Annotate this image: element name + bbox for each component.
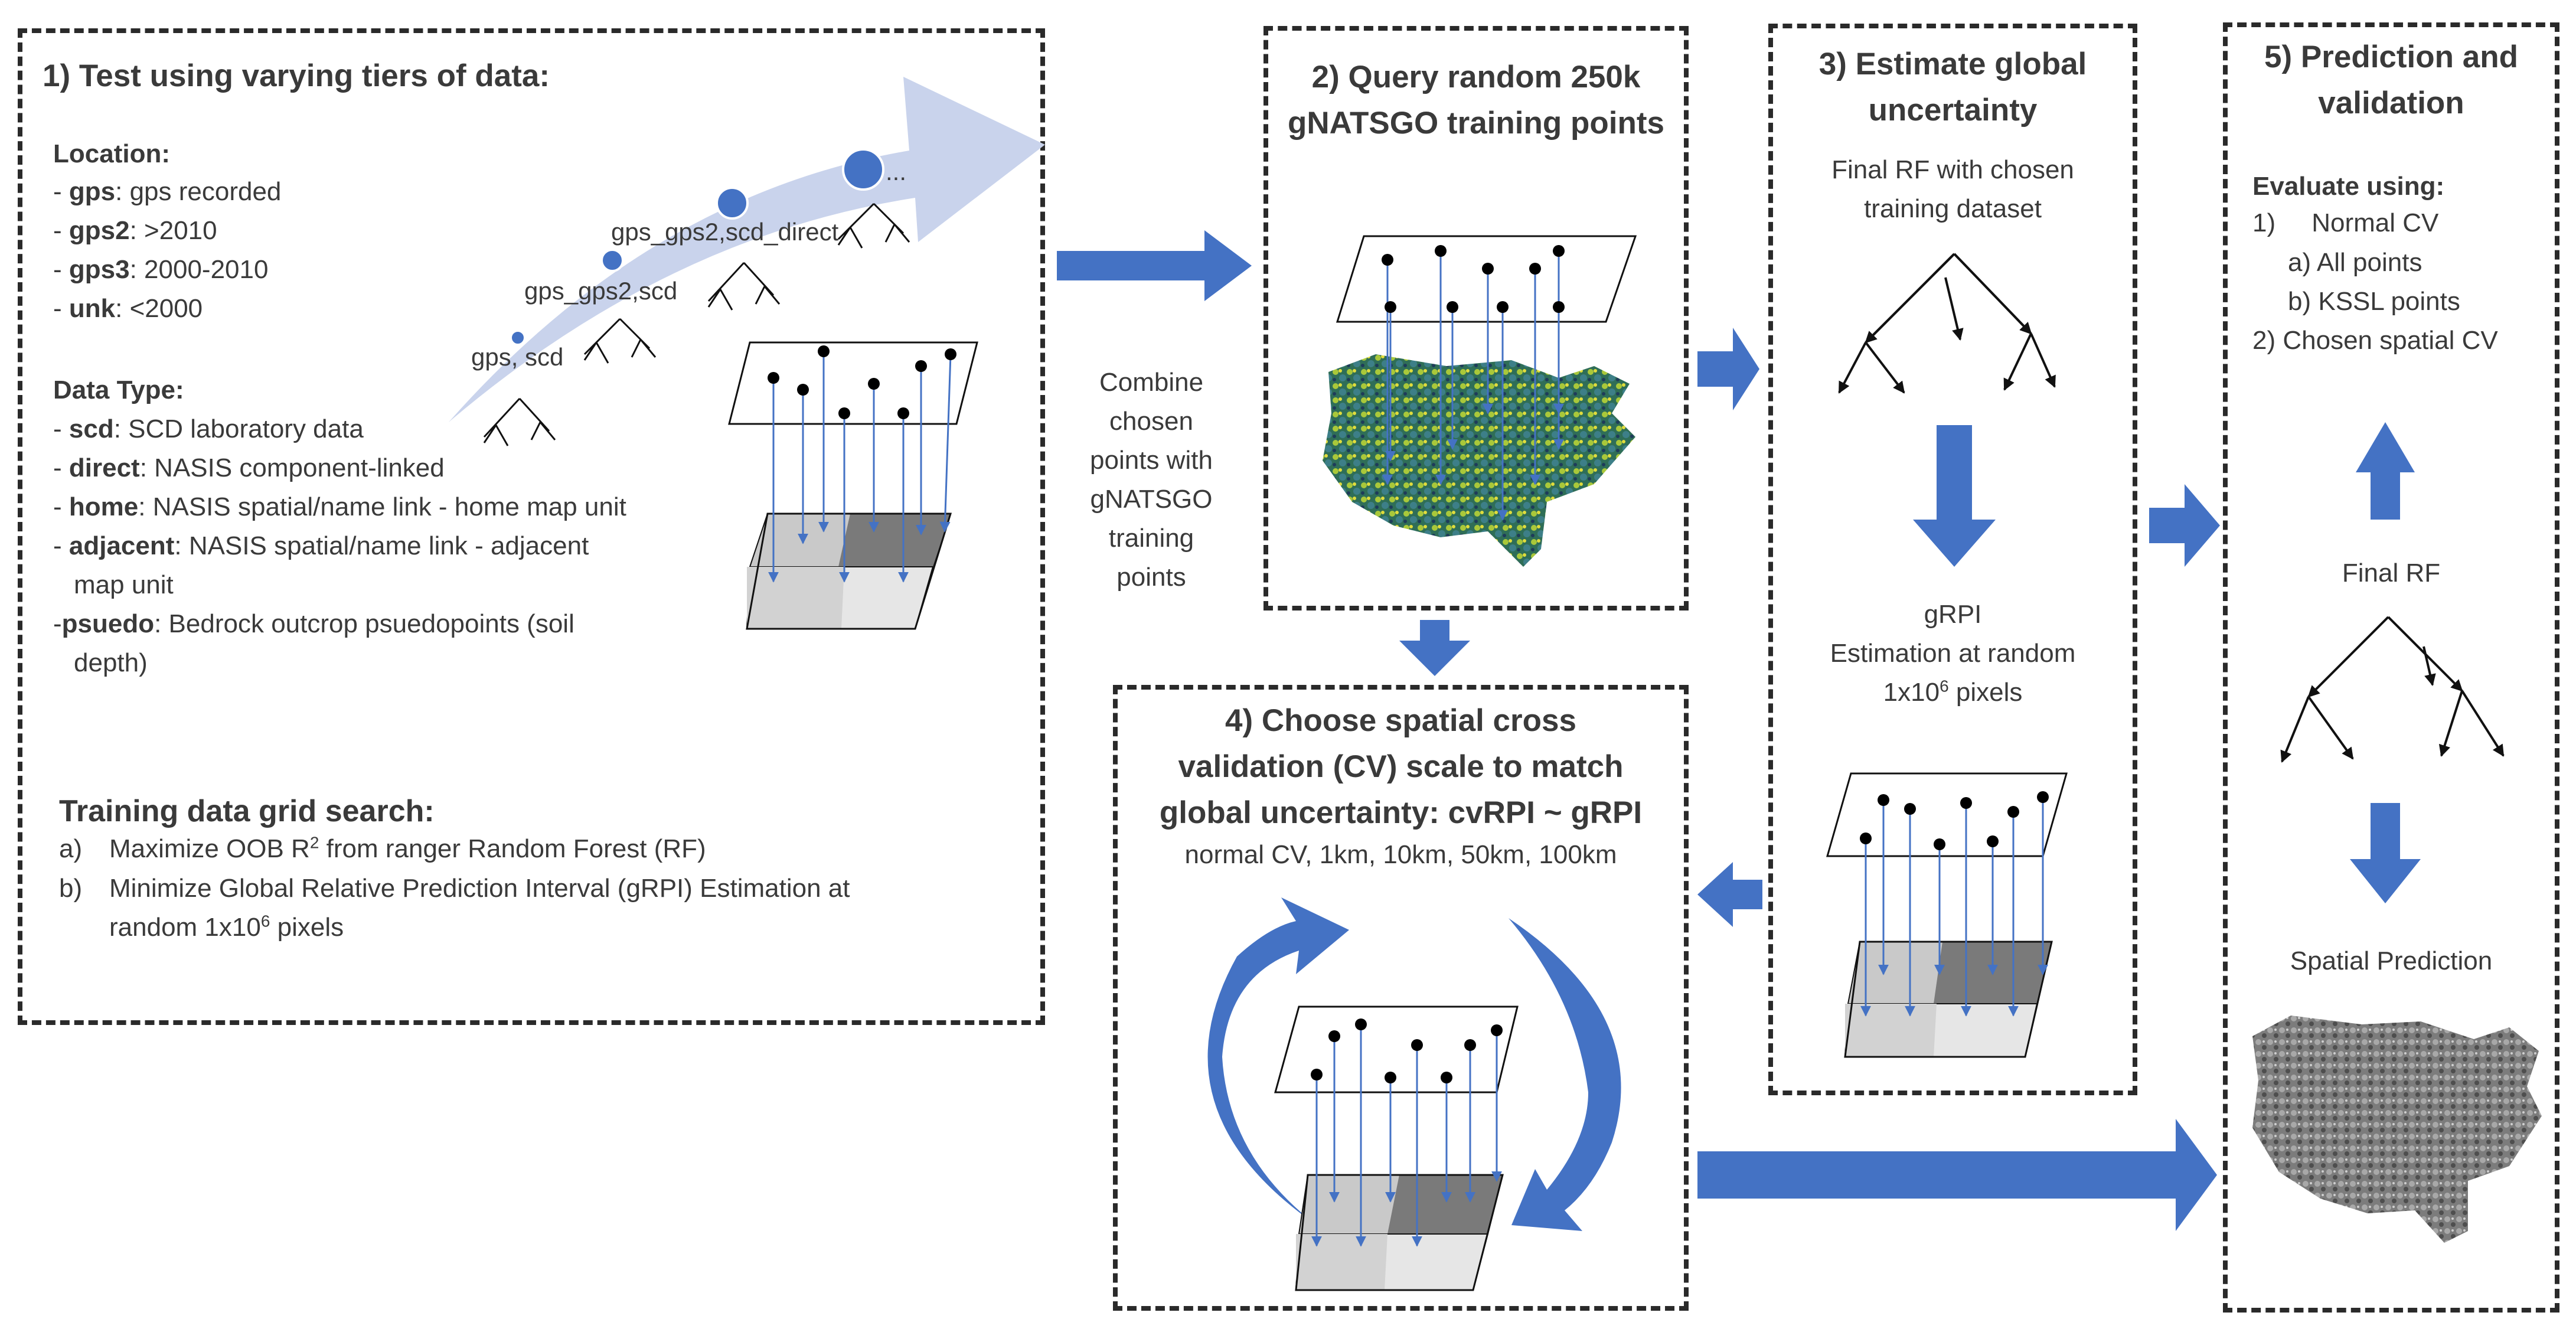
tree-icon-panel5 [2280, 616, 2505, 763]
eval-item-1a: a) All points [2288, 248, 2422, 277]
arrow-panel5-down [2350, 803, 2421, 903]
spatial-prediction-label: Spatial Prediction [2290, 946, 2493, 975]
panel-3-title: 3) Estimate global uncertainty [1818, 47, 2087, 128]
arrow-p3-to-p4 [1697, 862, 1762, 927]
grid-item-a: Maximize OOB R2 from ranger Random Fores… [109, 833, 706, 863]
cycle-arrow-right [1509, 918, 1621, 1231]
tier-band-arrow [449, 77, 1045, 422]
arrow-p1-to-p2 [1057, 230, 1252, 301]
panel-1-box [18, 28, 1045, 1025]
datatype-item-psuedo: -psuedo: Bedrock outcrop psuedopoints (s… [53, 609, 574, 638]
datatype-item-home: - home: NASIS spatial/name link - home m… [53, 492, 626, 521]
points-map-diagram-2 [1323, 235, 1637, 567]
cycle-arrow-left [1207, 897, 1349, 1225]
eval-item-1: 1) Normal CV [2252, 208, 2439, 237]
arrow-p4-to-p5 [1697, 1119, 2217, 1231]
points-raster-diagram-1 [728, 341, 978, 630]
datatype-item-scd: - scd: SCD laboratory data [53, 414, 364, 443]
location-heading: Location: [53, 139, 170, 168]
arrow-panel3-down [1913, 425, 1996, 567]
panel-4-title: 4) Choose spatial cross validation (CV) … [1159, 703, 1643, 830]
eval-item-1b: b) KSSL points [2288, 287, 2460, 316]
panel-5-title: 5) Prediction and validation [2264, 40, 2518, 120]
datatype-item-adjacent: - adjacent: NASIS spatial/name link - ad… [53, 531, 589, 560]
eval-heading: Evaluate using: [2252, 172, 2445, 201]
panel-4-scales: normal CV, 1km, 10km, 50km, 100km [1184, 840, 1617, 869]
us-map-gray [2252, 1016, 2542, 1243]
arrow-panel5-up [2356, 422, 2415, 520]
tier-circle-1 [510, 329, 526, 346]
panel-4-box [1113, 685, 1689, 1311]
panel-3-grpi-text: gRPI Estimation at random 1x106 pixels [1830, 600, 2076, 707]
panel-3-rf-text: Final RF with chosen training dataset [1831, 155, 2074, 223]
eval-item-2: 2) Chosen spatial CV [2252, 326, 2498, 355]
tier-label-2: gps_gps2,scd [524, 277, 678, 305]
tier-circle-4 [842, 148, 884, 191]
points-raster-diagram-3 [1826, 772, 2068, 1058]
location-item-unk: - unk: <2000 [53, 294, 203, 323]
grid-item-b-marker: b) [59, 874, 83, 903]
tier-label-1: gps, scd [471, 343, 564, 371]
location-item-gps3: - gps3: 2000-2010 [53, 255, 269, 284]
tier-label-4: ... [886, 158, 907, 185]
arrow-p2-to-p3 [1697, 328, 1759, 410]
panel-5-box [2223, 22, 2559, 1313]
panel-2-box [1263, 26, 1689, 610]
tree-icon-panel3 [1865, 253, 2032, 344]
points-raster-diagram-4 [1274, 1005, 1519, 1291]
tier-circle-3 [716, 187, 749, 220]
small-tree-icon [483, 203, 910, 446]
arrow-p3-to-p5 [2149, 484, 2220, 567]
final-rf-label: Final RF [2342, 559, 2441, 587]
location-item-gps: - gps: gps recorded [53, 177, 282, 206]
grid-item-a-marker: a) [59, 834, 83, 863]
datatype-item-direct: - direct: NASIS component-linked [53, 453, 445, 482]
panel-3-box [1768, 24, 2137, 1095]
tier-circle-2 [600, 249, 624, 272]
location-item-gps2: - gps2: >2010 [53, 216, 217, 245]
datatype-adjacent-cont: map unit [74, 570, 174, 599]
grid-item-b: Minimize Global Relative Prediction Inte… [109, 874, 850, 903]
datatype-psuedo-cont: depth) [74, 648, 148, 677]
datatype-heading: Data Type: [53, 376, 184, 404]
grid-search-heading: Training data grid search: [59, 794, 435, 828]
panel-2-title: 2) Query random 250k gNATSGO training po… [1288, 60, 1664, 141]
panel-1-title: 1) Test using varying tiers of data: [43, 58, 550, 93]
arrow-p2-to-p4 [1399, 620, 1470, 676]
tier-label-3: gps_gps2,scd_direct [611, 218, 839, 246]
combine-text: Combine chosen points with gNATSGO train… [1090, 368, 1213, 592]
us-map-color [1323, 354, 1635, 567]
grid-item-b-cont: random 1x106 pixels [109, 912, 344, 942]
